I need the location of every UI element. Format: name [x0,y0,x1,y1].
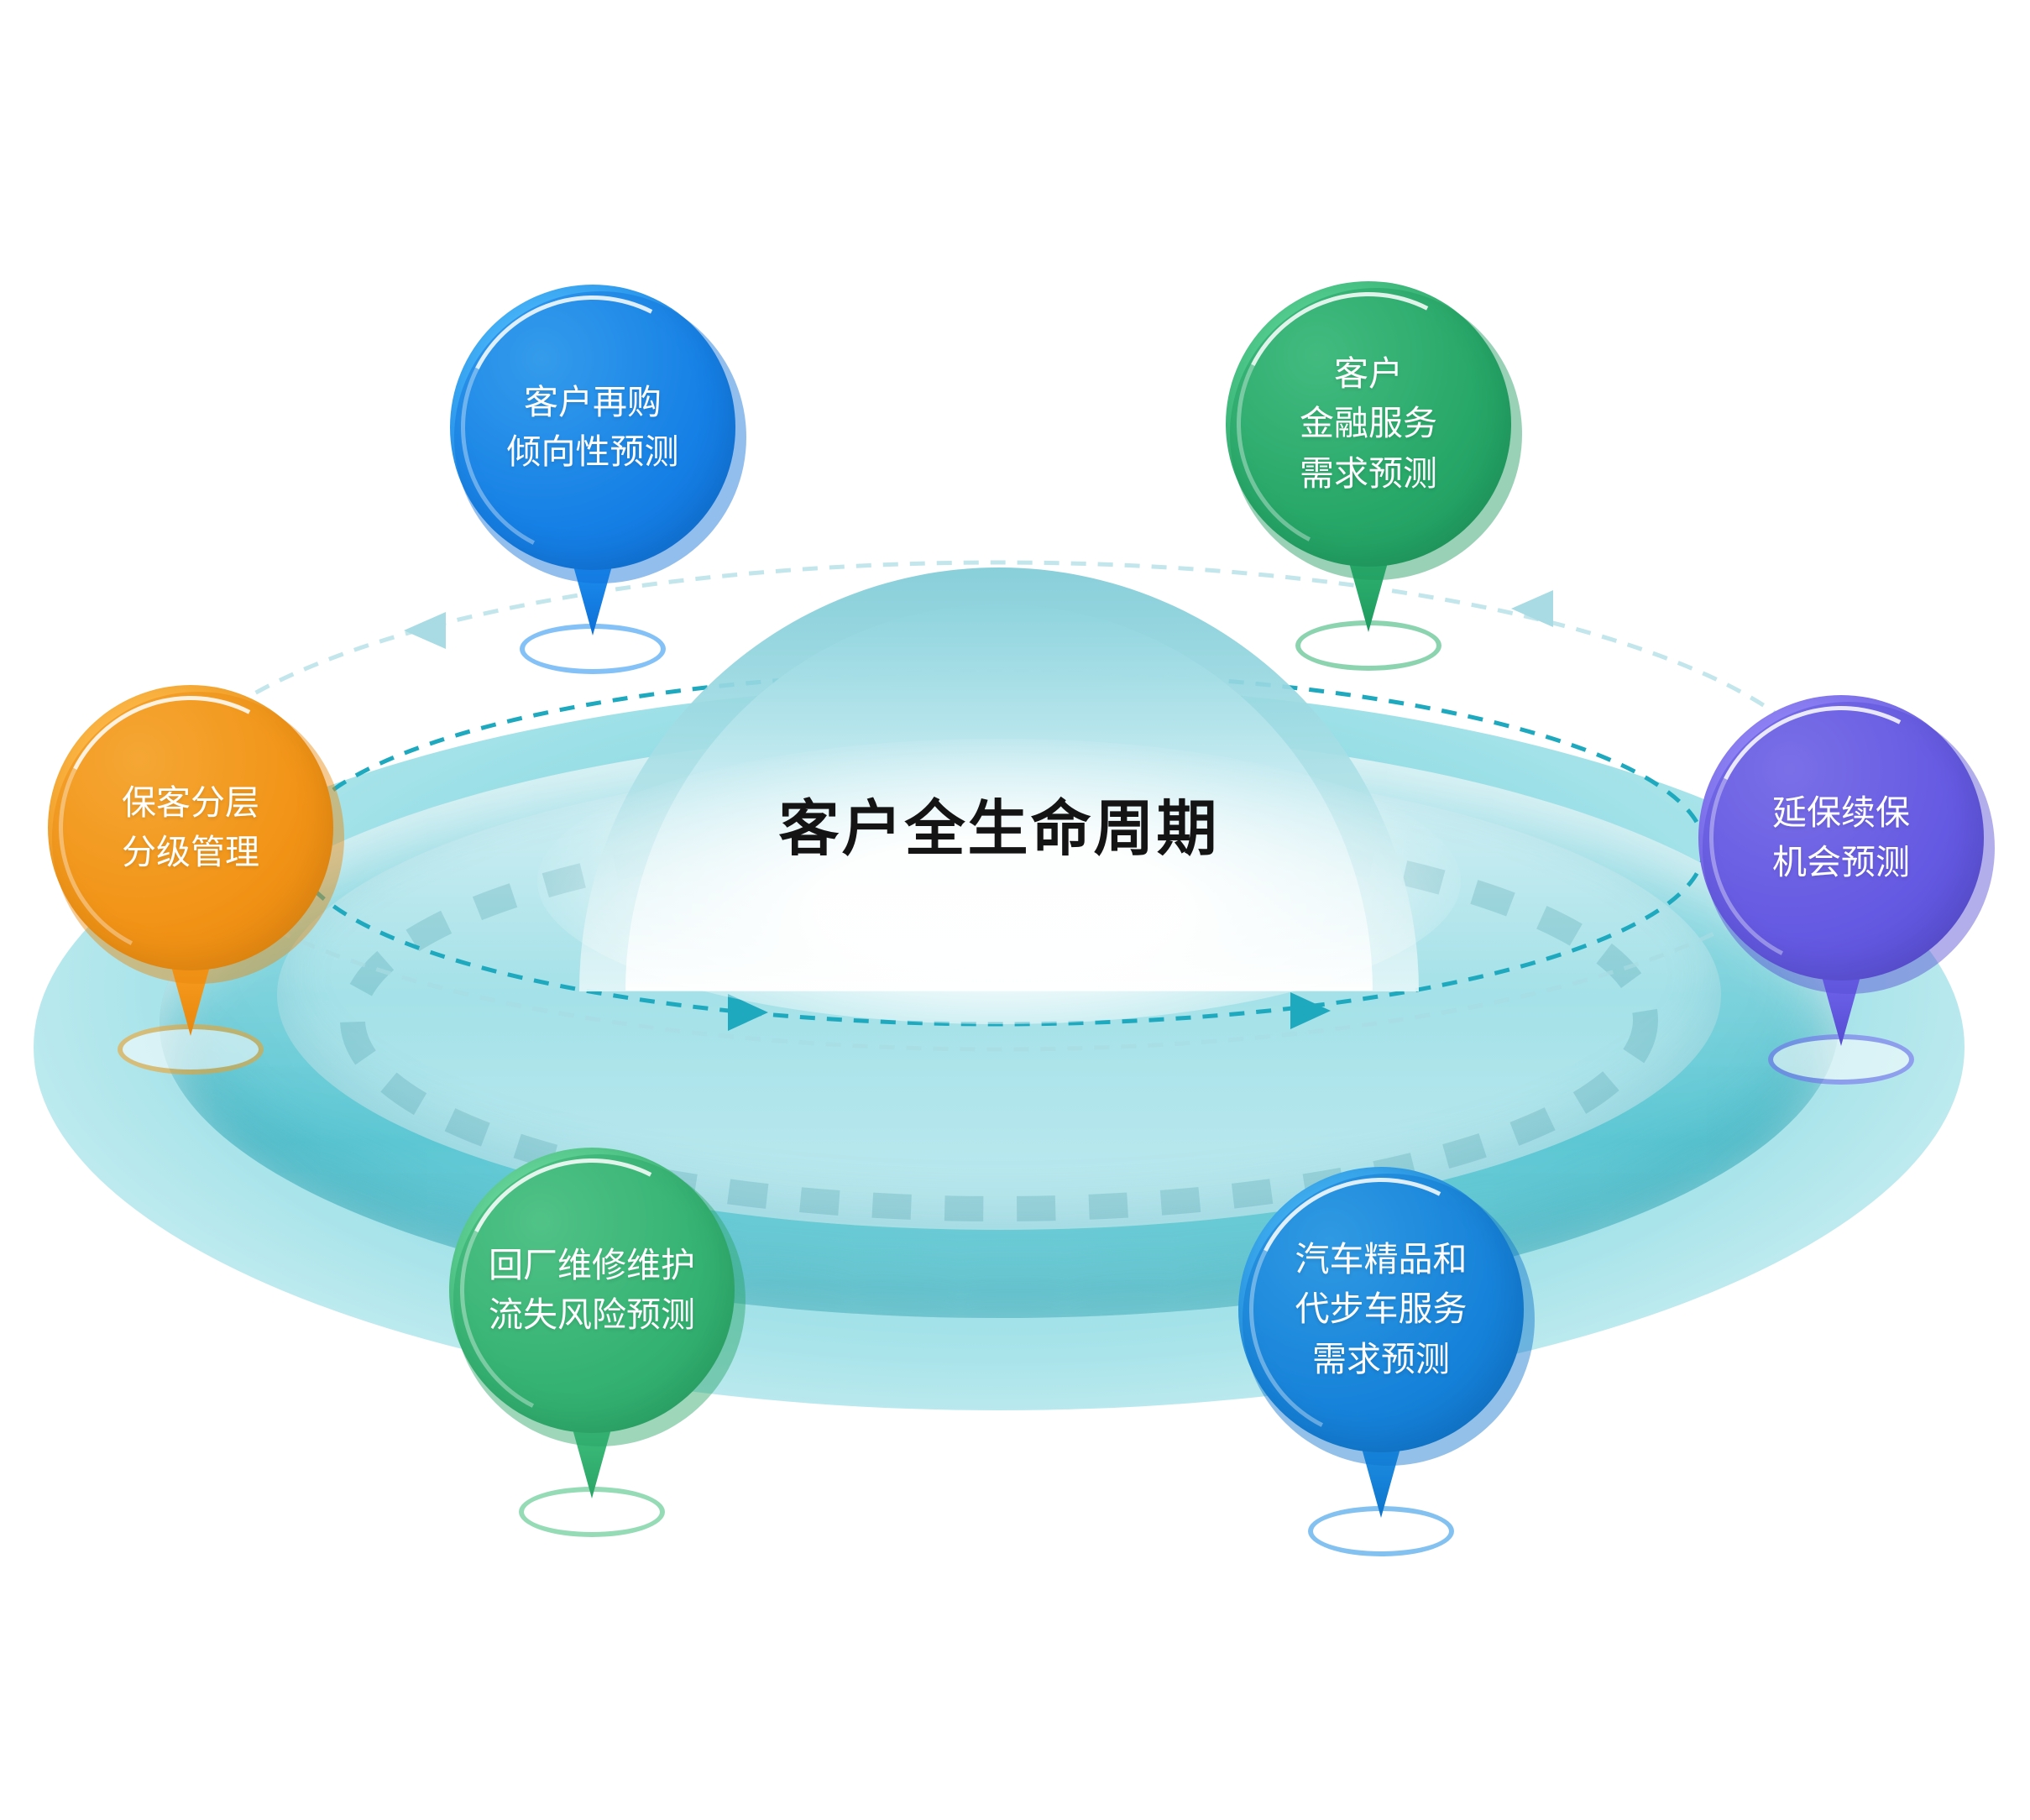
node-label: 汽车精品和 代步车服务 需求预测 [1295,1238,1468,1381]
arrow-left-icon [404,612,446,649]
node-label: 延保续保 机会预测 [1772,792,1910,885]
node-label: 客户再购 倾向性预测 [507,381,679,474]
node-repurchase-propensity: 客户再购 倾向性预测 [450,285,735,679]
node-accessory-courtesy-car-demand: 汽车精品和 代步车服务 需求预测 [1238,1167,1524,1561]
node-label-line: 客户再购 [524,382,662,421]
node-label-line: 保客分层 [122,782,259,822]
node-label-line: 倾向性预测 [506,432,679,471]
node-label: 客户 金融服务 需求预测 [1300,353,1437,495]
node-customer-tier-management: 保客分层 分级管理 [48,685,333,1080]
node-label-line: 流失风险预测 [489,1295,695,1334]
node-bubble: 汽车精品和 代步车服务 需求预测 [1238,1167,1524,1452]
node-bubble: 客户再购 倾向性预测 [450,285,735,570]
node-label-line: 延保续保 [1772,792,1910,832]
node-financial-service-demand: 客户 金融服务 需求预测 [1226,281,1511,676]
node-label-line: 客户 [1334,354,1403,394]
node-label-line: 汽车精品和 [1295,1240,1468,1279]
node-bubble: 保客分层 分级管理 [48,685,333,970]
node-bubble: 回厂维修维护 流失风险预测 [449,1148,735,1433]
node-bubble: 客户 金融服务 需求预测 [1226,281,1511,567]
node-label-line: 需求预测 [1312,1339,1450,1378]
node-label: 回厂维修维护 流失风险预测 [489,1244,695,1337]
node-repair-churn-risk: 回厂维修维护 流失风险预测 [449,1148,735,1542]
node-label-line: 需求预测 [1300,453,1437,493]
node-label-line: 回厂维修维护 [489,1245,695,1284]
diagram-title: 客户全生命周期 [778,796,1220,863]
node-label-line: 代步车服务 [1295,1289,1468,1329]
node-warranty-renewal-opportunity: 延保续保 机会预测 [1698,695,1984,1090]
node-bubble: 延保续保 机会预测 [1698,695,1984,981]
node-label: 保客分层 分级管理 [122,782,259,875]
node-label-line: 机会预测 [1772,843,1910,881]
arrow-left-icon [1511,590,1553,627]
node-label-line: 分级管理 [122,833,259,871]
node-label-line: 金融服务 [1300,404,1437,443]
